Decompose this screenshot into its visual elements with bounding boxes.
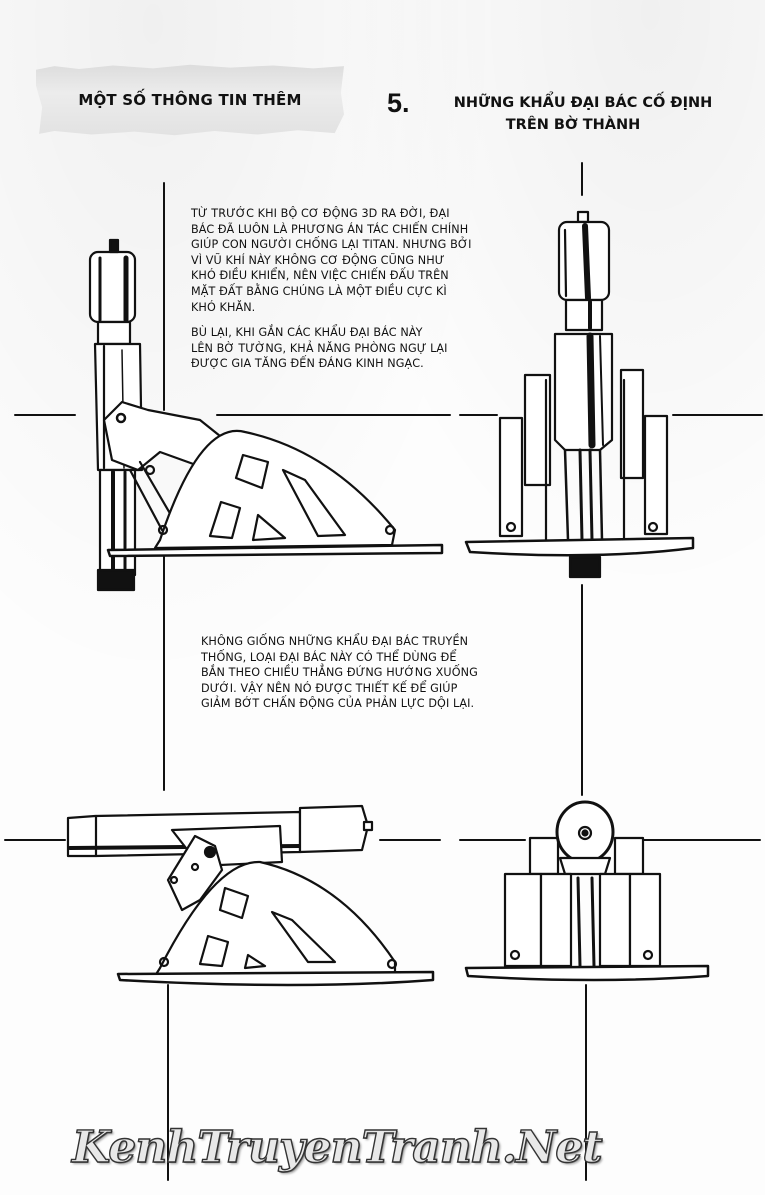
text-line: MẶT ĐẤT BẰNG CHÚNG LÀ MỘT ĐIỀU CỰC KÌ [191,284,447,298]
text-line: KHÔNG GIỐNG NHỮNG KHẨU ĐẠI BÁC TRUYỀN [201,635,469,648]
section-title-line1: NHỮNG KHẨU ĐẠI BÁC CỐ ĐỊNH [453,95,713,111]
paragraph-history: TỪ TRƯỚC KHI BỘ CƠ ĐỘNG 3D RA ĐỜI, ĐẠI B… [191,206,472,315]
paragraph-design: KHÔNG GIỐNG NHỮNG KHẨU ĐẠI BÁC TRUYỀN TH… [201,634,478,712]
cannon-front-view-pointing-down [464,210,695,579]
section-title: NHỮNG KHẨU ĐẠI BÁC CỐ ĐỊNH TRÊN BỜ THÀNH [428,92,738,136]
text-line: THỐNG, LOẠI ĐẠI BÁC NÀY CÓ THỂ DÙNG ĐỂ [201,650,457,664]
section-number: 5. [387,88,410,118]
text-line: BÙ LẠI, KHI GẮN CÁC KHẨU ĐẠI BÁC NÀY [191,326,423,339]
text-line: VÌ VŨ KHÍ NÀY KHÔNG CƠ ĐỘNG CŨNG NHƯ [191,253,445,267]
watermark: KenhTruyenTranh.Net [71,1121,603,1173]
guide-lines [4,162,763,1181]
text-line: GIẢM BỚT CHẤN ĐỘNG CỦA PHẢN LỰC DỘI LẠI. [201,697,475,711]
text-line: BẮN THEO CHIỀU THẲNG ĐỨNG HƯỚNG XUỐNG [201,666,478,680]
cannon-side-view-horizontal [66,804,435,987]
info-label-strip: MỘT SỐ THÔNG TIN THÊM [36,64,344,136]
text-line: TỪ TRƯỚC KHI BỘ CƠ ĐỘNG 3D RA ĐỜI, ĐẠI [191,207,450,220]
text-line: LÊN BỜ TƯỜNG, KHẢ NĂNG PHÒNG NGỰ LẠI [191,341,448,355]
text-line: KHÓ KHĂN. [191,300,256,314]
paragraph-defense: BÙ LẠI, KHI GẮN CÁC KHẨU ĐẠI BÁC NÀY LÊN… [191,325,448,372]
text-line: BÁC ĐÃ LUÔN LÀ PHƯƠNG ÁN TÁC CHIẾN CHÍNH [191,222,469,236]
text-line: KHÓ ĐIỀU KHIỂN, NÊN VIỆC CHIẾN ĐẤU TRÊN [191,269,449,283]
text-line: DƯỚI. VẬY NÊN NÓ ĐƯỢC THIẾT KẾ ĐỂ GIÚP [201,681,458,695]
cannon-side-view-pointing-down [88,238,444,592]
text-line: ĐƯỢC GIA TĂNG ĐẾN ĐÁNG KINH NGẠC. [191,357,424,371]
section-title-line2: TRÊN BỜ THÀNH [505,117,641,133]
text-line: GIÚP CON NGƯỜI CHỐNG LẠI TITAN. NHƯNG BỞ… [191,238,472,252]
cannon-front-view-horizontal [464,800,710,982]
info-label: MỘT SỐ THÔNG TIN THÊM [78,91,302,109]
